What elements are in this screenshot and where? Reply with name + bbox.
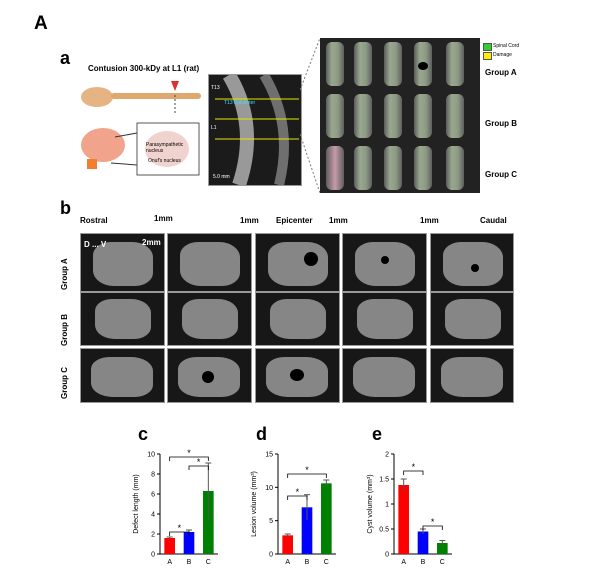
y-tick-label: 15	[265, 452, 273, 459]
rostral-label: Rostral	[80, 216, 108, 225]
bar-C	[203, 491, 214, 554]
significance-star: *	[197, 457, 201, 467]
group-a-label-a: Group A	[485, 68, 517, 77]
bar-C	[437, 543, 448, 554]
y-tick-label: 0.5	[379, 527, 389, 534]
y-axis-label: Defect length (mm)	[133, 474, 140, 534]
gap-label-3: 1mm	[329, 216, 348, 225]
x-tick-label: C	[324, 559, 329, 566]
figure-label: A	[34, 13, 48, 34]
group-c-label-a: Group C	[485, 170, 517, 179]
significance-star: *	[431, 517, 435, 527]
significance-bracket	[169, 531, 190, 536]
y-axis-label: Cyst volume (mm³)	[367, 474, 374, 533]
significance-star: *	[187, 448, 191, 458]
significance-star: *	[296, 487, 300, 497]
mri-label-l1: L1	[211, 125, 217, 131]
significance-bracket	[403, 470, 424, 475]
significance-bracket	[287, 473, 327, 478]
y-tick-label: 1	[385, 502, 389, 509]
group-b-label-b: Group B	[60, 314, 69, 346]
y-axis-label: Lesion volume (mm³)	[251, 471, 258, 537]
bar-A	[282, 535, 293, 554]
epicenter-label: Epicenter	[276, 216, 313, 225]
y-tick-label: 0	[269, 552, 273, 559]
group-b-label-a: Group B	[485, 119, 517, 128]
legend-swatch-damage	[483, 52, 492, 60]
section-scale: 2mm	[142, 238, 161, 247]
x-tick-label: C	[440, 559, 445, 566]
significance-star: *	[178, 523, 182, 533]
panel-e-label: e	[372, 424, 383, 444]
y-tick-label: 0	[151, 552, 155, 559]
gap-label-1: 1mm	[154, 214, 173, 223]
bar-B	[183, 532, 195, 554]
mri-sagittal-image	[208, 71, 302, 188]
inset-label-1: Parasympathetic nucleus	[146, 142, 184, 154]
x-tick-label: C	[206, 559, 211, 566]
mri-scale: 5.0 mm	[213, 174, 230, 180]
x-tick-label: A	[285, 559, 290, 566]
y-tick-label: 0	[385, 552, 389, 559]
x-tick-label: A	[167, 559, 172, 566]
y-tick-label: 10	[147, 452, 155, 459]
y-tick-label: 6	[151, 492, 155, 499]
panel-c-label: c	[138, 424, 149, 444]
mri-label-epicenter: T13 Epicenter	[224, 100, 256, 106]
legend-swatch-spinal	[483, 43, 492, 51]
dv-axis: D ... V	[84, 240, 107, 249]
caudal-label: Caudal	[480, 216, 507, 225]
gap-label-2: 1mm	[240, 216, 259, 225]
bar-B	[301, 507, 313, 554]
y-tick-label: 4	[151, 512, 155, 519]
significance-bracket	[422, 525, 443, 530]
legend-damage: Damage	[493, 52, 512, 58]
y-tick-label: 2	[151, 532, 155, 539]
legend-spinal-cord: Spinal Cord	[493, 43, 520, 49]
x-tick-label: B	[187, 559, 192, 566]
bar-A	[398, 485, 409, 554]
significance-bracket	[188, 465, 209, 470]
mri-label-t13: T13	[211, 85, 220, 91]
zoom-lines	[300, 38, 320, 193]
y-tick-label: 8	[151, 472, 155, 479]
x-tick-label: A	[401, 559, 406, 566]
y-tick-label: 10	[265, 485, 273, 492]
significance-star: *	[412, 462, 416, 472]
y-tick-label: 5	[269, 518, 273, 525]
bar-B	[417, 531, 429, 554]
group-a-label-b: Group A	[60, 258, 69, 290]
significance-bracket	[287, 495, 308, 500]
bar-A	[164, 538, 175, 554]
panel-a-label: a	[60, 48, 71, 68]
significance-star: *	[305, 465, 309, 475]
bar-C	[321, 483, 332, 554]
reconstruction-grid	[320, 38, 480, 193]
y-tick-label: 1.5	[379, 477, 389, 484]
panel-d-label: d	[256, 424, 267, 444]
x-tick-label: B	[305, 559, 310, 566]
impact-marker	[171, 81, 179, 91]
panel-a-caption: Contusion 300-kDy at L1 (rat)	[88, 64, 200, 73]
group-c-label-b: Group C	[60, 367, 69, 399]
gap-label-4: 1mm	[420, 216, 439, 225]
significance-bracket	[169, 456, 209, 461]
rat-schematic	[81, 81, 201, 176]
panel-b-label: b	[60, 198, 71, 218]
section-grid	[80, 233, 514, 403]
x-tick-label: B	[421, 559, 426, 566]
inset-label-2: Onuf's nucleus	[148, 158, 181, 164]
y-tick-label: 2	[385, 452, 389, 459]
